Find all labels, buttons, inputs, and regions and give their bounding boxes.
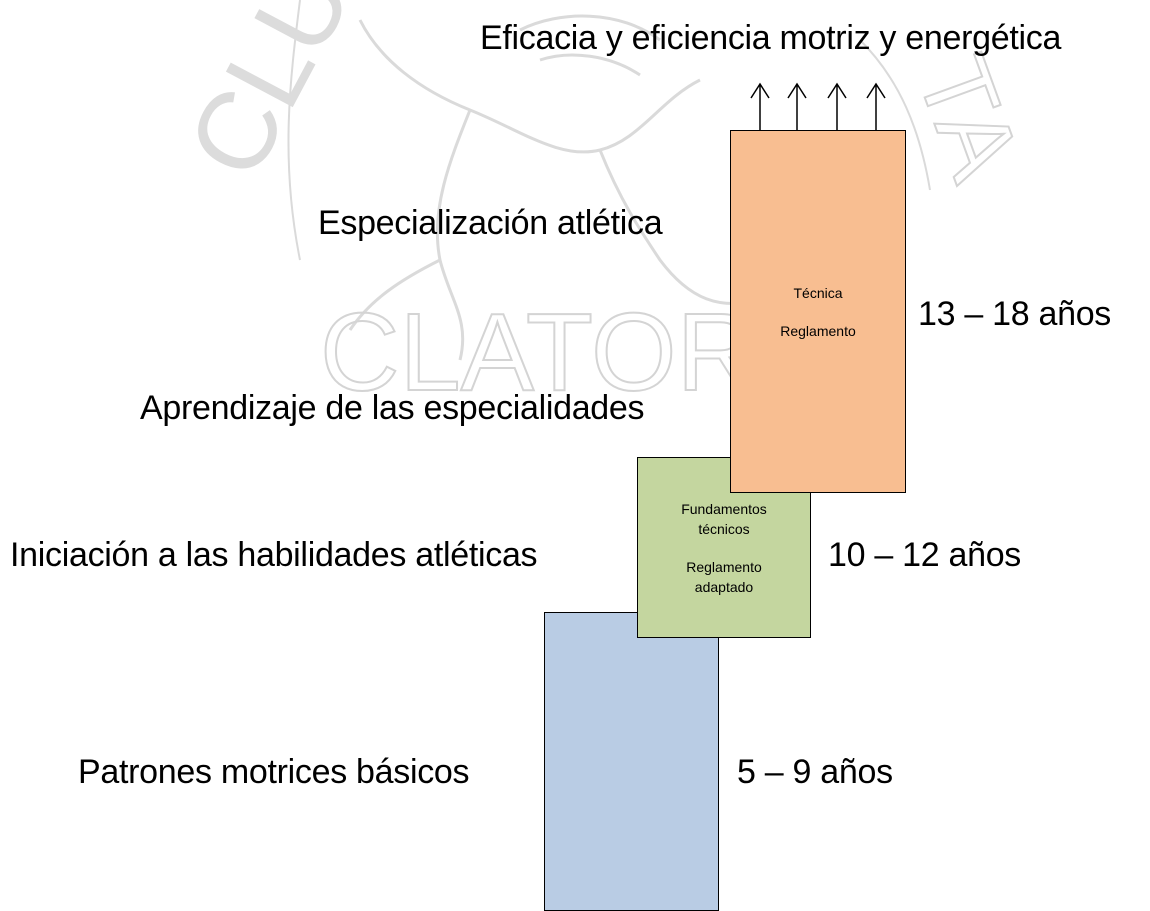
- stage-label-basic: Patrones motrices básicos: [78, 753, 470, 791]
- stage-block-specialization: Técnica Reglamento: [730, 130, 906, 493]
- stage-label-initiation: Iniciación a las habilidades atléticas: [10, 536, 538, 574]
- block-line: Técnica: [793, 284, 843, 301]
- goal-title: Eficacia y eficiencia motriz y energétic…: [480, 19, 1062, 57]
- block-line: Reglamento: [780, 322, 856, 339]
- stage-label-specialization: Especialización atlética: [318, 204, 663, 242]
- age-label-specialization: 13 – 18 años: [918, 295, 1112, 333]
- age-label-basic: 5 – 9 años: [737, 753, 893, 791]
- watermark-right-letters: TA: [895, 42, 1042, 194]
- block-line: Reglamento: [686, 558, 762, 575]
- block-line: técnicos: [698, 520, 750, 537]
- block-line: adaptado: [694, 578, 754, 595]
- block-line: Fundamentos: [681, 500, 767, 517]
- age-label-initiation: 10 – 12 años: [828, 536, 1022, 574]
- watermark-top-letters: CLUB: [164, 0, 410, 197]
- stage-sublabel-learning: Aprendizaje de las especialidades: [140, 389, 645, 427]
- stage-block-basic: [544, 612, 719, 911]
